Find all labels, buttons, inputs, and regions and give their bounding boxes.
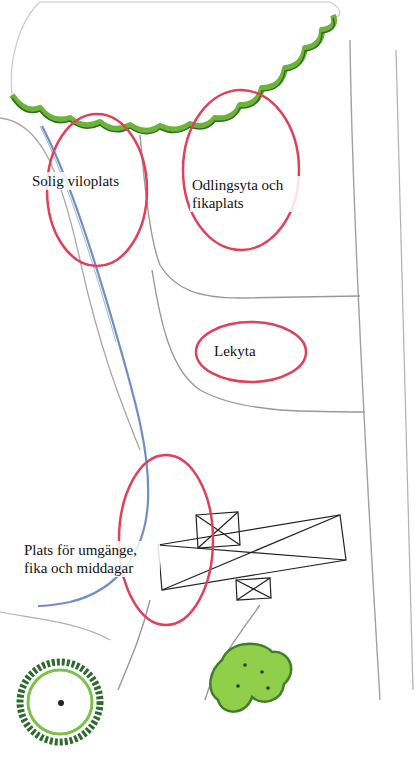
- canopy-outline: [11, 2, 340, 95]
- area-name: Plats för umgänge, fika och middagar: [22, 541, 160, 577]
- fence-line: [396, 50, 413, 690]
- area-outline: [115, 451, 217, 629]
- area-ring: [183, 90, 299, 250]
- garden-path: [0, 612, 110, 640]
- canopy-edge: [12, 15, 334, 131]
- area-label: Solig viloplats: [30, 172, 121, 190]
- blue-path: [38, 126, 148, 606]
- area-ring: [196, 322, 306, 382]
- area-label: Plats för umgänge, fika och middagar: [22, 541, 160, 577]
- garden-path: [140, 135, 360, 298]
- fence-line: [350, 40, 380, 700]
- tree: [20, 662, 100, 742]
- area-ring: [47, 114, 147, 266]
- area-name: Solig viloplats: [30, 172, 121, 190]
- area-label: Lekyta: [212, 342, 258, 360]
- house: [158, 512, 346, 600]
- area-label: Odlingsyta och fikaplats: [190, 176, 302, 212]
- garden-path: [152, 270, 365, 412]
- garden-path: [118, 600, 150, 690]
- area-outline: [179, 86, 303, 254]
- canopy-edge-dark: [12, 18, 334, 134]
- area-name: Lekyta: [212, 342, 258, 360]
- area-name: Odlingsyta och fikaplats: [190, 176, 302, 212]
- area-ring: [119, 455, 213, 625]
- area-outline: [43, 110, 151, 270]
- pencil-line: [0, 118, 140, 450]
- bush: [210, 644, 291, 712]
